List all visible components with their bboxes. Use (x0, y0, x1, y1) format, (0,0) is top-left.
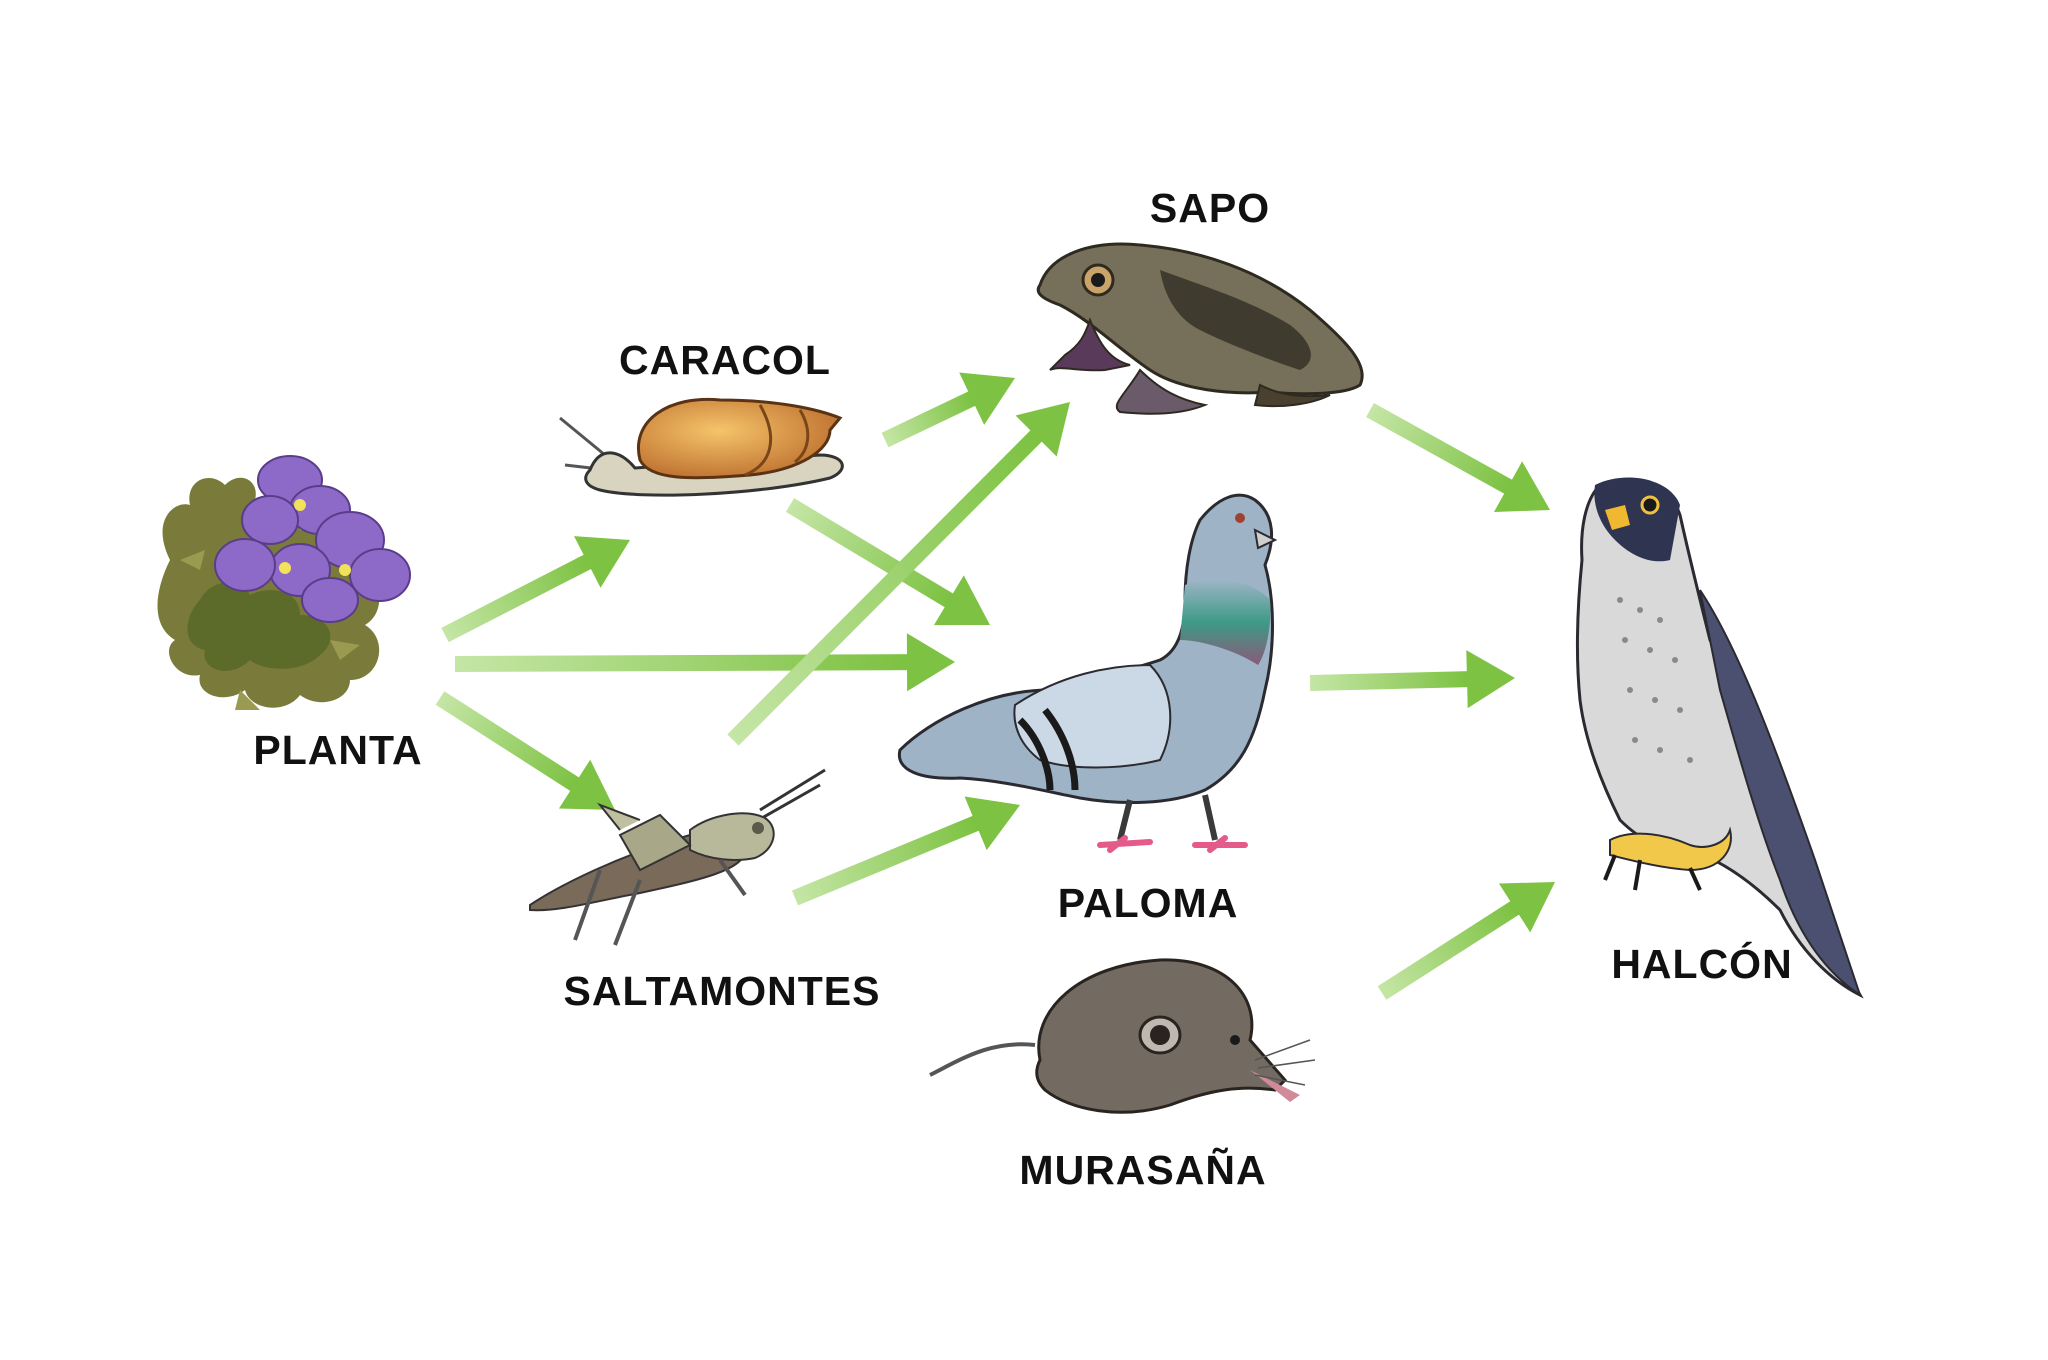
arrow-shaft (435, 691, 581, 792)
node-label-murasana: MURASAÑA (1019, 1147, 1266, 1193)
node-label-planta: PLANTA (253, 727, 422, 773)
arrow-head (574, 536, 630, 588)
arrow-head (906, 633, 955, 692)
arrow-shaft (881, 390, 977, 448)
node-label-halcon: HALCÓN (1611, 941, 1792, 987)
snail-icon (559, 397, 844, 497)
arrow-head (959, 372, 1015, 425)
node-label-sapo: SAPO (1150, 185, 1270, 231)
arrow-shaft (791, 815, 981, 906)
arrow-shaft (785, 498, 955, 609)
toad-icon (1036, 242, 1364, 415)
arrow-shaft (727, 428, 1044, 746)
arrow-paloma-halcon (1309, 650, 1515, 709)
node-label-paloma: PALOMA (1058, 880, 1239, 926)
arrow-head (1493, 461, 1550, 513)
arrow-shaft (1377, 900, 1521, 1000)
arrow-caracol-paloma (785, 498, 990, 626)
arrow-planta-paloma (454, 633, 955, 692)
arrow-caracol-sapo (881, 372, 1015, 448)
arrows-layer (435, 372, 1555, 1000)
arrow-shaft (1366, 403, 1514, 495)
arrow-head (964, 796, 1020, 851)
arrow-head (933, 575, 990, 626)
arrow-head (1498, 882, 1555, 933)
arrow-head (558, 759, 615, 810)
arrow-shaft (441, 553, 593, 643)
arrow-planta-saltamontes (435, 691, 615, 810)
arrow-murasana-halcon (1377, 882, 1555, 1000)
arrow-saltamontes-paloma (791, 796, 1020, 906)
arrow-head (1015, 402, 1070, 457)
arrow-sapo-halcon (1366, 403, 1550, 513)
grasshopper-icon (529, 768, 826, 946)
violet-flower-icon (157, 455, 411, 710)
node-label-caracol: CARACOL (619, 337, 831, 383)
arrow-shaft (454, 654, 910, 672)
arrow-planta-caracol (441, 536, 630, 643)
falcon-icon (1575, 477, 1864, 999)
arrow-saltamontes-sapo (727, 402, 1070, 746)
node-label-saltamontes: SALTAMONTES (564, 968, 881, 1014)
pigeon-icon (897, 493, 1278, 853)
arrow-head (1466, 650, 1515, 709)
arrow-shaft (1309, 671, 1470, 691)
shrew-icon (929, 958, 1316, 1114)
